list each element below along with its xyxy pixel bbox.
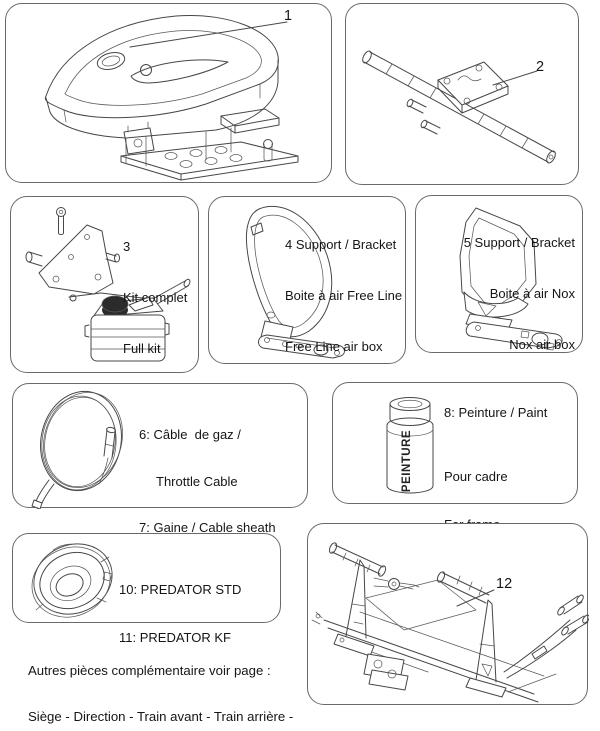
predator-line: 10: PREDATOR STD — [119, 582, 242, 597]
freeline-line: Free Line air box — [285, 339, 383, 354]
nox-panel: 5 Support / Bracket Boite à air Nox Nox … — [415, 195, 583, 353]
handlebar-panel: 2 — [345, 3, 579, 185]
airbox-panel: 1 — [5, 3, 332, 183]
freeline-label: 4 Support / Bracket Boite à air Free Lin… — [285, 202, 402, 389]
airbox-drawing — [6, 4, 333, 184]
kit-drawing — [11, 197, 200, 374]
paint-panel: PEINTURE 8: Peinture / Paint Pour cadre … — [332, 382, 579, 532]
footer-note: Autres pièces complémentaire voir page :… — [28, 632, 293, 731]
cable-line: 6: Câble de gaz / — [139, 427, 241, 442]
paint-line: Pour cadre — [444, 469, 508, 484]
freeline-bracket-drawing — [209, 197, 407, 365]
cable-drawing — [13, 384, 309, 509]
handlebar-drawing — [346, 4, 580, 186]
nox-line: Boite à air Nox — [489, 286, 575, 301]
freeline-line: Boite à air Free Line — [285, 288, 403, 303]
kit-line: Full kit — [123, 341, 161, 356]
hub-drawing — [13, 534, 282, 624]
pedals-panel: 12 — [307, 523, 588, 705]
cable-panel: 6: Câble de gaz / Throttle Cable 7: Gain… — [12, 383, 309, 535]
cable-line: 7: Gaine / Cable sheath — [139, 520, 276, 535]
cable-label: 6: Câble de gaz / Throttle Cable 7: Gain… — [139, 396, 276, 567]
nox-line: 5 Support / Bracket — [463, 235, 575, 250]
freeline-line: 4 Support / Bracket — [285, 237, 397, 252]
footer-line: Siège - Direction - Train avant - Train … — [28, 709, 294, 725]
kit-number: 3 — [123, 239, 131, 254]
nox-bracket-drawing — [416, 196, 584, 354]
callout-1: 1 — [284, 8, 293, 24]
paint-can-label: PEINTURE — [401, 430, 413, 492]
predator-label: 10: PREDATOR STD 11: PREDATOR KF — [119, 550, 241, 678]
predator-panel: 10: PREDATOR STD 11: PREDATOR KF — [12, 533, 282, 645]
pedals-drawing — [308, 524, 589, 706]
callout-12: 12 — [496, 576, 513, 592]
nox-line: Nox air box — [509, 337, 575, 352]
callout-2: 2 — [536, 59, 545, 75]
paint-title: 8: Peinture / Paint — [444, 405, 548, 420]
paint-can-drawing: PEINTURE — [333, 383, 579, 505]
kit-panel: 3 Kit complet Full kit — [10, 196, 199, 373]
kit-label: 3 Kit complet Full kit — [123, 204, 187, 391]
freeline-panel: 4 Support / Bracket Boite à air Free Lin… — [208, 196, 406, 364]
nox-label: 5 Support / Bracket Boite à air Nox Nox … — [464, 200, 575, 387]
predator-line: 11: PREDATOR KF — [119, 630, 231, 645]
cable-line: Throttle Cable — [156, 473, 238, 489]
footer-line: Autres pièces complémentaire voir page : — [28, 662, 271, 678]
kit-line: Kit complet — [123, 290, 188, 305]
